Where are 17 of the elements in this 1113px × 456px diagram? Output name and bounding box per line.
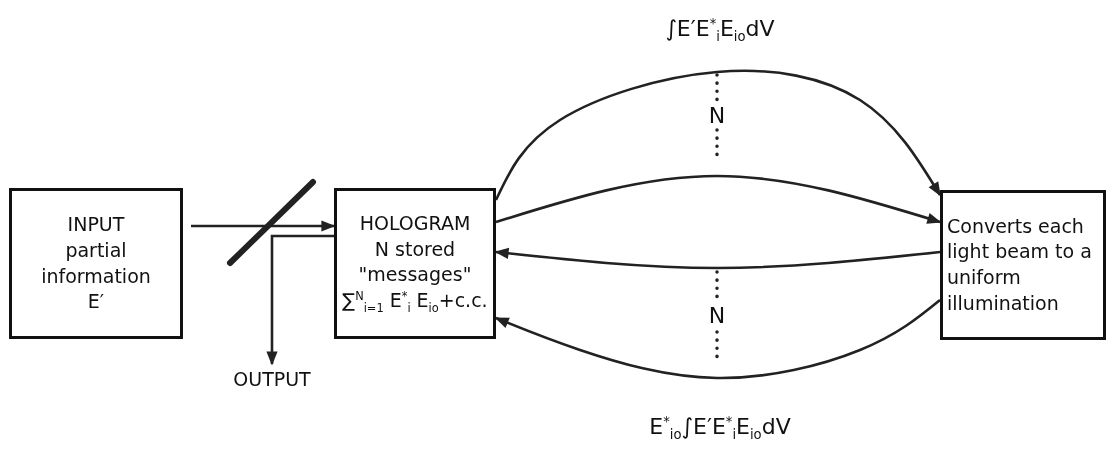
arrow	[191, 220, 336, 232]
arrow	[494, 69, 942, 201]
heading: HOLOGRAM	[359, 210, 471, 236]
process-box	[334, 188, 496, 339]
symbol-label: E′	[87, 289, 105, 315]
process-box	[9, 188, 183, 339]
node-text: N stored "messages"	[357, 236, 473, 288]
node-text: Converts each light beam to a uniform illumination	[947, 213, 1093, 316]
process-box	[940, 190, 1106, 340]
arrow	[494, 299, 941, 380]
heading: INPUT	[67, 212, 125, 238]
output-label: OUTPUT	[212, 364, 332, 396]
formula: ∑$^{N}$$_{i=1}$ E$^{*}$$_{i}$ E$_{io}$+c.c.	[342, 287, 488, 317]
node-text: partial information	[40, 237, 152, 289]
arrow	[266, 234, 334, 366]
arrow	[495, 174, 942, 224]
arrow	[494, 247, 941, 270]
